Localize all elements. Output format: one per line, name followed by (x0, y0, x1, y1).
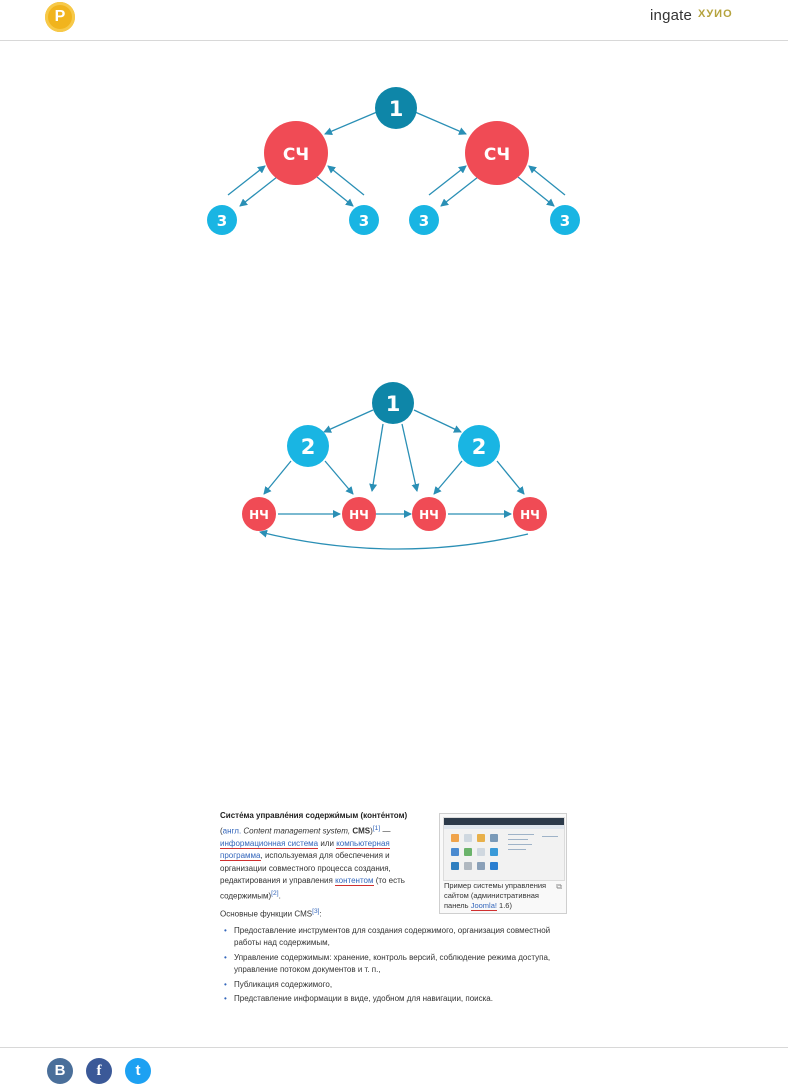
node2-bottom-2 (342, 497, 376, 531)
wiki-ref-3[interactable]: [3] (312, 907, 320, 915)
diagram-structure-2: 1 2 2 НЧ НЧ НЧ НЧ (242, 382, 547, 550)
link-joomla[interactable]: Joomla! (470, 901, 497, 911)
node-top (375, 87, 417, 129)
diagram-structure-1: 1 СЧ СЧ 3 3 3 3 (207, 87, 580, 235)
wiki-text-c: . (278, 891, 281, 901)
brand-mark: ХУИО (698, 8, 733, 20)
wiki-ref-1[interactable]: [1] (372, 824, 381, 832)
node-leaf-2-label: 3 (359, 212, 369, 230)
wiki-cms: CMS (352, 826, 371, 836)
arrow-leaf3-to-sc2 (428, 165, 467, 196)
wiki-lead-paragraph: Систе́ма управле́ния содержи́мым (конте́… (220, 811, 408, 901)
arrow-sc2-to-leaf3 (440, 176, 479, 207)
arrow-top-to-right (414, 111, 467, 135)
arrow-mid-right-to-bottom-4 (496, 460, 525, 495)
node-mid-left-label: СЧ (283, 145, 309, 165)
arrow-mid-left-to-bottom-2 (324, 460, 354, 495)
arrow-sc1-to-leaf1 (239, 176, 278, 207)
node2-bottom-3-label: НЧ (419, 508, 439, 522)
node2-bottom-4 (513, 497, 547, 531)
arrow-sc2-to-leaf4 (517, 176, 555, 207)
list-item: Управление содержимым: хранение, контрол… (224, 952, 570, 977)
link-program-b[interactable]: программа (220, 851, 261, 862)
wiki-ref-2[interactable]: [2] (271, 889, 279, 897)
page-header: Р ingate ХУИО (0, 0, 788, 41)
node2-mid-left (287, 425, 329, 467)
node-leaf-1 (207, 205, 237, 235)
node-mid-right (465, 121, 529, 185)
list-item: Публикация содержимого, (224, 979, 570, 992)
node2-mid-right-label: 2 (472, 435, 487, 459)
functions-colon: : (319, 909, 322, 919)
arrow-top-to-mid-left (323, 409, 374, 433)
arrow-loop-bottom-4-to-1 (259, 529, 529, 550)
arrow-top-to-left (324, 111, 378, 135)
wiki-text-a: , используемая для обеспечения и организ… (220, 851, 391, 886)
functions-intro-text: Основные функции CMS (220, 909, 313, 919)
wiki-excerpt: Систе́ма управле́ния содержи́мым (конте́… (220, 810, 570, 1008)
node2-bottom-3 (412, 497, 446, 531)
wiki-dash: — (382, 826, 391, 836)
logo-coin[interactable]: Р (45, 2, 75, 32)
node-leaf-3 (409, 205, 439, 235)
wiki-or: или (320, 838, 334, 848)
list-item: Предоставление инструментов для создания… (224, 925, 570, 950)
node-leaf-4-label: 3 (560, 212, 570, 230)
node-leaf-4 (550, 205, 580, 235)
node2-bottom-1-label: НЧ (249, 508, 269, 522)
node2-mid-right (458, 425, 500, 467)
wiki-lang-link[interactable]: англ. (222, 826, 242, 836)
link-program-a[interactable]: компьютерная (336, 838, 390, 849)
node2-mid-left-label: 2 (301, 435, 316, 459)
wiki-english-term: Content management system, (243, 826, 351, 836)
brand-ingate: ingate (650, 7, 693, 24)
thumbnail-caption: Пример системы управления сайтом (админи… (444, 881, 562, 911)
list-item: Представление информации в виде, удобном… (224, 993, 570, 1006)
twitter-icon[interactable]: t (125, 1058, 151, 1084)
node2-top (372, 382, 414, 424)
caption-text-a: Пример системы управления сайтом (админи… (444, 881, 547, 910)
node2-bottom-2-label: НЧ (349, 508, 369, 522)
arrow-top-to-bottom-3 (401, 423, 420, 492)
wiki-open-paren: ( (220, 826, 223, 836)
link-content[interactable]: контентом (335, 876, 374, 887)
wiki-text-b: (то есть содержимым) (220, 876, 405, 901)
arrow-leaf4-to-sc2 (528, 165, 566, 196)
node2-bottom-1 (242, 497, 276, 531)
joomla-admin-screenshot[interactable] (443, 817, 565, 881)
caption-text-b: 1.6) (499, 901, 512, 910)
arrow-mid-left-to-bottom-1 (263, 460, 292, 495)
wiki-functions-list: Предоставление инструментов для создания… (220, 925, 570, 1006)
wiki-functions-intro: Основные функции CMS[3]: (220, 906, 570, 921)
arrow-mid-right-to-bottom-3 (433, 460, 463, 495)
arrow-leaf1-to-sc1 (227, 165, 266, 196)
node2-bottom-4-label: НЧ (520, 508, 540, 522)
facebook-icon[interactable]: f (86, 1058, 112, 1084)
enlarge-icon[interactable]: ⧉ (556, 882, 562, 891)
arrow-sc1-to-leaf2 (316, 176, 354, 207)
arrow-top-to-mid-right (413, 409, 462, 433)
wiki-thumbnail: Пример системы управления сайтом (админи… (439, 813, 567, 914)
node-leaf-2 (349, 205, 379, 235)
vk-icon[interactable]: В (47, 1058, 73, 1084)
node2-top-label: 1 (386, 392, 401, 416)
wiki-term: Систе́ма управле́ния содержи́мым (конте́… (220, 811, 408, 820)
arrow-top-to-bottom-2 (369, 423, 384, 492)
link-info-system[interactable]: информационная система (220, 838, 319, 849)
node-mid-left (264, 121, 328, 185)
page-footer (0, 1047, 788, 1086)
node-top-label: 1 (389, 97, 404, 121)
node-mid-right-label: СЧ (484, 145, 510, 165)
arrow-leaf2-to-sc1 (327, 165, 365, 196)
node-leaf-3-label: 3 (419, 212, 429, 230)
node-leaf-1-label: 3 (217, 212, 227, 230)
